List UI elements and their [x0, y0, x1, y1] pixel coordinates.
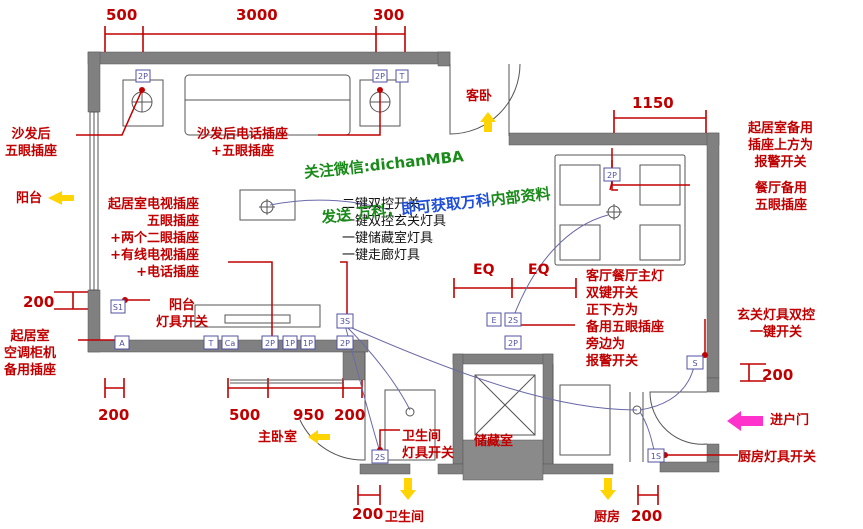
svg-text:2S: 2S [375, 453, 385, 462]
label-backup-alarm: 起居室备用 插座上方为 报警开关 [748, 121, 814, 170]
dim-left-200: 200 [23, 293, 55, 311]
room-arrows [48, 112, 763, 500]
svg-text:2P: 2P [607, 171, 617, 180]
symbol-p-outlet-icon: 2P [603, 167, 621, 182]
symbol-j-outlet-icon: 1P [300, 335, 316, 350]
svg-text:A: A [119, 339, 125, 348]
label-living-main: 客厅餐厅主灯 双键开关 正下方为 备用五眼插座 旁边为 报警开关 [586, 269, 665, 369]
label-kitchen-switch: 厨房灯具开关 [738, 450, 817, 465]
door-swings [299, 63, 708, 464]
symbol-s-switch-icon: 2S [371, 449, 389, 464]
svg-text:T: T [399, 72, 405, 81]
dim-bottom-200-b: 200 [334, 406, 366, 424]
symbol-a-outlet-icon: 2P [135, 69, 151, 83]
symbol-d-switch-icon: S1 [110, 299, 126, 314]
svg-text:1P: 1P [303, 339, 313, 348]
symbol-n-switch-icon: 2S [504, 312, 522, 327]
label-sofa-back: 沙发后 五眼插座 [5, 127, 58, 159]
label-balcony-light: 阳台 灯具开关 [156, 298, 209, 330]
dim-bottom-200-c: 200 [352, 505, 384, 523]
room-storage: 储藏室 [474, 434, 514, 449]
eq-right: EQ [528, 262, 550, 278]
eq-left: EQ [473, 262, 495, 278]
svg-text:T: T [208, 339, 214, 348]
dim-right-1150: 1150 [632, 94, 674, 112]
walls [87, 51, 720, 481]
dim-right-200: 200 [762, 366, 794, 384]
room-balcony: 阳台 [16, 191, 43, 206]
label-switch-group: 二键双控开关 一键双控玄关灯具 一键储藏室灯具 一键走廊灯具 [342, 197, 447, 263]
arrow-guest-bedroom-icon [480, 112, 496, 132]
symbol-h-outlet-icon: 2P [261, 335, 279, 350]
arrow-master-bedroom-icon [308, 430, 330, 444]
svg-text:S1: S1 [113, 303, 123, 312]
dim-bottom-200-a: 200 [98, 406, 130, 424]
svg-text:2P: 2P [340, 339, 350, 348]
symbol-e-ac-outlet-icon: A [114, 335, 130, 350]
dim-bottom-950: 950 [293, 406, 325, 424]
symbol-f-phone-icon: T [203, 335, 219, 350]
symbol-l-switch-icon: 3S [336, 313, 354, 329]
svg-text:2P: 2P [138, 72, 148, 81]
windows [89, 111, 343, 384]
symbol-o-outlet-icon: 2P [504, 335, 522, 350]
dim-bottom-500: 500 [229, 406, 261, 424]
dim-top-500: 500 [106, 6, 138, 24]
room-entrance: 进户门 [770, 413, 810, 428]
label-bath-switch: 卫生间 灯具开关 [402, 429, 455, 461]
room-kitchen: 厨房 [594, 510, 621, 525]
svg-text:2S: 2S [508, 316, 518, 325]
symbol-m-alarm-icon: E [486, 312, 502, 327]
symbol-i-outlet-icon: 1P [282, 335, 298, 350]
symbol-g-tv-icon: Ca [221, 335, 239, 350]
svg-text:2P: 2P [375, 72, 385, 81]
svg-text:3S: 3S [340, 317, 350, 326]
svg-text:S: S [692, 359, 697, 368]
room-guest-bedroom: 客卧 [466, 89, 493, 104]
svg-text:2P: 2P [508, 339, 518, 348]
dim-top-300: 300 [373, 6, 405, 24]
svg-text:1S: 1S [651, 452, 661, 461]
svg-text:1P: 1P [285, 339, 295, 348]
dimension-lines [54, 26, 766, 505]
room-bathroom: 卫生间 [385, 510, 425, 525]
arrow-bathroom-icon [400, 478, 416, 500]
dim-top-3000: 3000 [236, 6, 278, 24]
symbol-k-outlet-icon: 2P [336, 335, 354, 350]
arrow-kitchen-icon [600, 478, 616, 500]
label-foyer-switch: 玄关灯具双控 一键开关 [737, 308, 816, 340]
label-tv-outlets: 起居室电视插座 五眼插座 +两个二眼插座 +有线电视插座 +电话插座 [108, 197, 200, 280]
symbol-c-phone-icon: T [395, 69, 409, 83]
arrow-entrance-icon [727, 411, 763, 431]
svg-text:2P: 2P [265, 339, 275, 348]
svg-text:Ca: Ca [225, 339, 236, 348]
symbol-b-outlet-icon: 2P [372, 69, 388, 83]
arrow-balcony-icon [48, 191, 74, 205]
room-master-bedroom: 主卧室 [258, 430, 298, 445]
symbol-r-switch-icon: 1S [647, 448, 665, 463]
outlet-symbols: 2P 2P T S1 A T Ca 2P 1P 1P 2P 3S E 2S 2P… [110, 69, 704, 464]
label-dining-backup: 餐厅备用 五眼插座 [755, 181, 808, 213]
symbol-q-switch-icon: S [686, 355, 704, 370]
svg-text:E: E [491, 316, 496, 325]
dim-bottom-200-d: 200 [631, 507, 663, 525]
label-sofa-phone: 沙发后电话插座 +五眼插座 [197, 127, 289, 159]
label-ac-outlet: 起居室 空调柜机 备用插座 [4, 329, 57, 378]
